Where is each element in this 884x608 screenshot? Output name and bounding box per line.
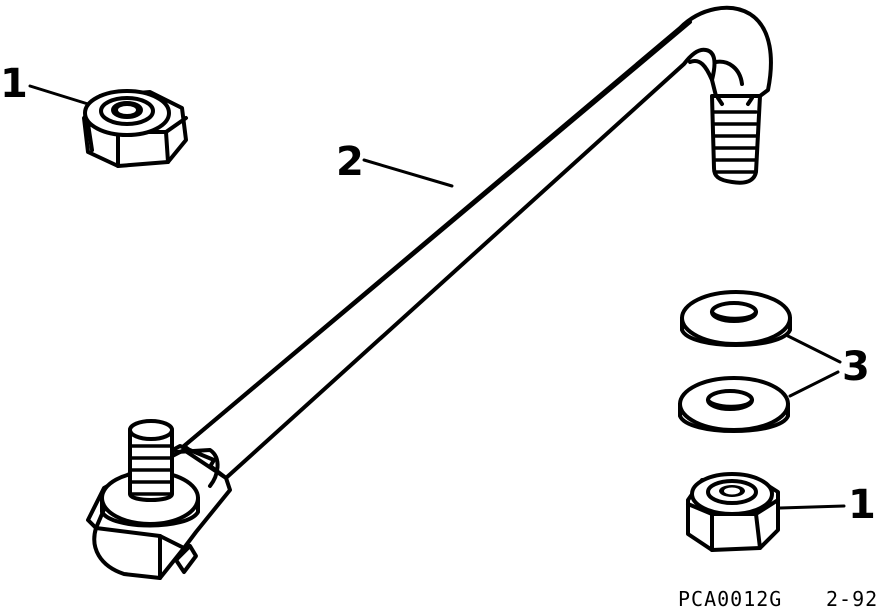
callout-2-label: 2 (336, 139, 364, 185)
callout-3-leader-lower (788, 370, 840, 398)
callout-1-bottom-leader (778, 504, 846, 510)
callout-1-top-leader (28, 84, 90, 106)
washer-icon (678, 376, 790, 433)
callout-3-leader-upper (786, 334, 842, 364)
nut-icon (82, 89, 188, 168)
callout-1-bottom-label: 1 (848, 482, 876, 528)
callout-3-label: 3 (842, 344, 870, 390)
figure-date: 2-92 (826, 587, 878, 608)
callout-2-leader (362, 158, 454, 188)
callout-1-top-label: 1 (0, 61, 28, 107)
figure-code: PCA0012G (678, 587, 782, 608)
link-rod-icon (86, 5, 773, 580)
washer-icon (680, 290, 792, 347)
nut-icon (686, 472, 780, 552)
